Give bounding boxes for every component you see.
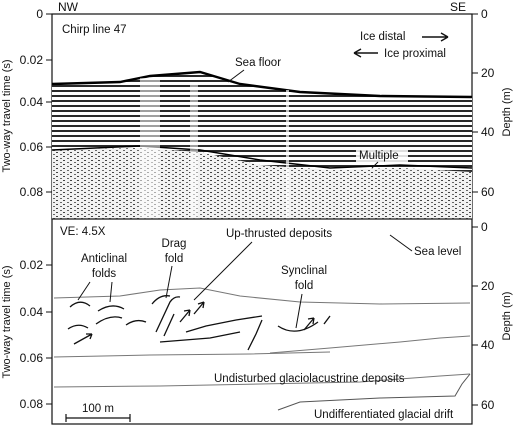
horizon-1 bbox=[269, 335, 471, 354]
scale-bar-label: 100 m bbox=[82, 403, 114, 415]
seismic-profile-image bbox=[52, 70, 472, 219]
thrust-arrow-e bbox=[323, 315, 331, 325]
scale-bar bbox=[65, 414, 131, 422]
drag-fold-label-2: fold bbox=[165, 253, 184, 265]
ve-box bbox=[56, 222, 118, 238]
anticline-5 bbox=[125, 319, 147, 326]
anticlinal-pointer-1 bbox=[77, 281, 91, 301]
ve-label: VE: 4.5X bbox=[60, 226, 106, 238]
fault-2 bbox=[159, 331, 241, 343]
thrust-arrow-a bbox=[73, 333, 93, 345]
anticline-2 bbox=[97, 305, 125, 312]
right-tick-b-40: 40 bbox=[481, 338, 495, 352]
corner-label-nw: NW bbox=[58, 0, 79, 14]
drag-fold-1 bbox=[151, 295, 171, 305]
left-tick-b-006: 0.06 bbox=[20, 351, 44, 365]
arrow-right-icon bbox=[422, 32, 449, 42]
right-axis-top bbox=[472, 13, 478, 193]
sea-floor-label: Sea floor bbox=[235, 57, 281, 69]
left-tick-002: 0.02 bbox=[20, 53, 44, 67]
anticlinal-pointer-2 bbox=[109, 281, 113, 303]
arrow-left-icon bbox=[353, 48, 378, 58]
horizon-2 bbox=[53, 351, 331, 358]
left-axis-top bbox=[46, 13, 52, 193]
right-tick-b-60: 60 bbox=[481, 398, 495, 412]
horizon-3 bbox=[53, 373, 471, 388]
left-tick-b-004: 0.04 bbox=[20, 305, 44, 319]
multiple-pointer bbox=[371, 161, 379, 169]
right-tick-0: 0 bbox=[481, 7, 488, 21]
left-axis-bottom bbox=[46, 264, 52, 405]
left-axis-label-top: Two-way travel time (s) bbox=[1, 59, 13, 172]
sea-level-label: Sea level bbox=[414, 246, 461, 258]
left-tick-008: 0.08 bbox=[20, 185, 44, 199]
drag-fold-label-1: Drag bbox=[162, 238, 187, 250]
thrust-arrow-c bbox=[193, 301, 205, 315]
left-tick-0: 0 bbox=[36, 7, 43, 21]
anticlinal-label-2: folds bbox=[92, 268, 117, 280]
drag-fold-pointer bbox=[165, 265, 173, 299]
upthrust-pointer bbox=[193, 241, 253, 301]
drag-fold-2 bbox=[155, 296, 181, 333]
drag-fold-3 bbox=[163, 313, 175, 337]
sea-floor-horizon bbox=[53, 287, 471, 305]
left-tick-004: 0.04 bbox=[20, 95, 44, 109]
anticline-3 bbox=[67, 324, 89, 330]
right-axis-bottom bbox=[472, 226, 478, 406]
fault-1 bbox=[185, 315, 263, 333]
right-tick-60: 60 bbox=[481, 185, 495, 199]
interpretation-lines bbox=[53, 287, 471, 411]
undisturbed-label: Undisturbed glaciolacustrine deposits bbox=[214, 373, 405, 385]
right-axis-label-top: Depth (m) bbox=[501, 88, 513, 137]
thrust-arrow-d bbox=[303, 317, 315, 331]
synclinal-label-2: fold bbox=[295, 280, 314, 292]
sea-floor-pointer bbox=[227, 69, 245, 83]
ice-distal-label: Ice distal bbox=[360, 31, 405, 43]
upthrust-label: Up-thrusted deposits bbox=[226, 228, 332, 240]
left-tick-006: 0.06 bbox=[20, 140, 44, 154]
multiple-label-box bbox=[356, 148, 408, 163]
right-tick-20: 20 bbox=[481, 66, 495, 80]
anticlinal-label-1: Anticlinal bbox=[81, 253, 127, 265]
sea-level-pointer bbox=[389, 234, 413, 252]
left-tick-b-008: 0.08 bbox=[20, 397, 44, 411]
left-tick-b-002: 0.02 bbox=[20, 258, 44, 272]
drift-label: Undifferentiated glacial drift bbox=[314, 409, 454, 421]
right-axis-label-bottom: Depth (m) bbox=[501, 292, 513, 341]
anticline-1 bbox=[69, 301, 91, 308]
corner-label-se: SE bbox=[450, 0, 466, 14]
anticline-4 bbox=[95, 316, 123, 325]
thrust-arrow-b bbox=[179, 309, 191, 323]
syncline-curve bbox=[277, 321, 319, 332]
drift-top bbox=[277, 373, 471, 411]
fault-3 bbox=[247, 319, 263, 351]
chirp-line-title: Chirp line 47 bbox=[62, 24, 127, 36]
chirp-title-box bbox=[56, 18, 140, 38]
right-tick-40: 40 bbox=[481, 125, 495, 139]
left-axis-label-bottom: Two-way travel time (s) bbox=[1, 265, 13, 378]
multiple-label: Multiple bbox=[359, 150, 399, 162]
synclinal-label-1: Synclinal bbox=[281, 265, 327, 277]
right-tick-b-0: 0 bbox=[481, 220, 488, 234]
synclinal-pointer bbox=[295, 293, 303, 329]
ice-proximal-label: Ice proximal bbox=[384, 48, 446, 60]
right-tick-b-20: 20 bbox=[481, 279, 495, 293]
